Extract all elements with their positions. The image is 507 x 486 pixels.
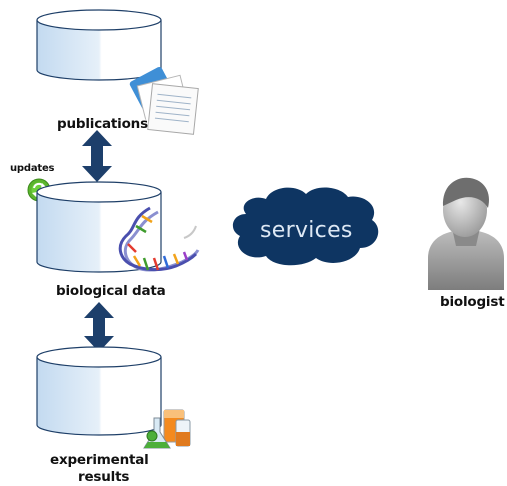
publications-label: publications	[57, 116, 148, 132]
person-silhouette-icon	[428, 177, 504, 290]
database-experimental-results	[36, 346, 162, 436]
lab-flasks-icon	[143, 409, 191, 449]
biologist-label: biologist	[440, 294, 505, 310]
database-publications	[36, 9, 162, 81]
results-label: results	[78, 469, 130, 485]
services-label: services	[260, 218, 353, 243]
biological-data-label: biological data	[56, 283, 166, 299]
database-biological-data	[36, 181, 162, 273]
services-cloud	[232, 187, 379, 266]
documents-icon	[129, 66, 199, 135]
updates-label: updates	[10, 163, 55, 174]
bidirectional-arrow-bottom	[84, 302, 114, 352]
experimental-label: experimental	[50, 452, 149, 468]
dna-icon	[118, 206, 200, 272]
bidirectional-arrow-top	[82, 130, 112, 182]
